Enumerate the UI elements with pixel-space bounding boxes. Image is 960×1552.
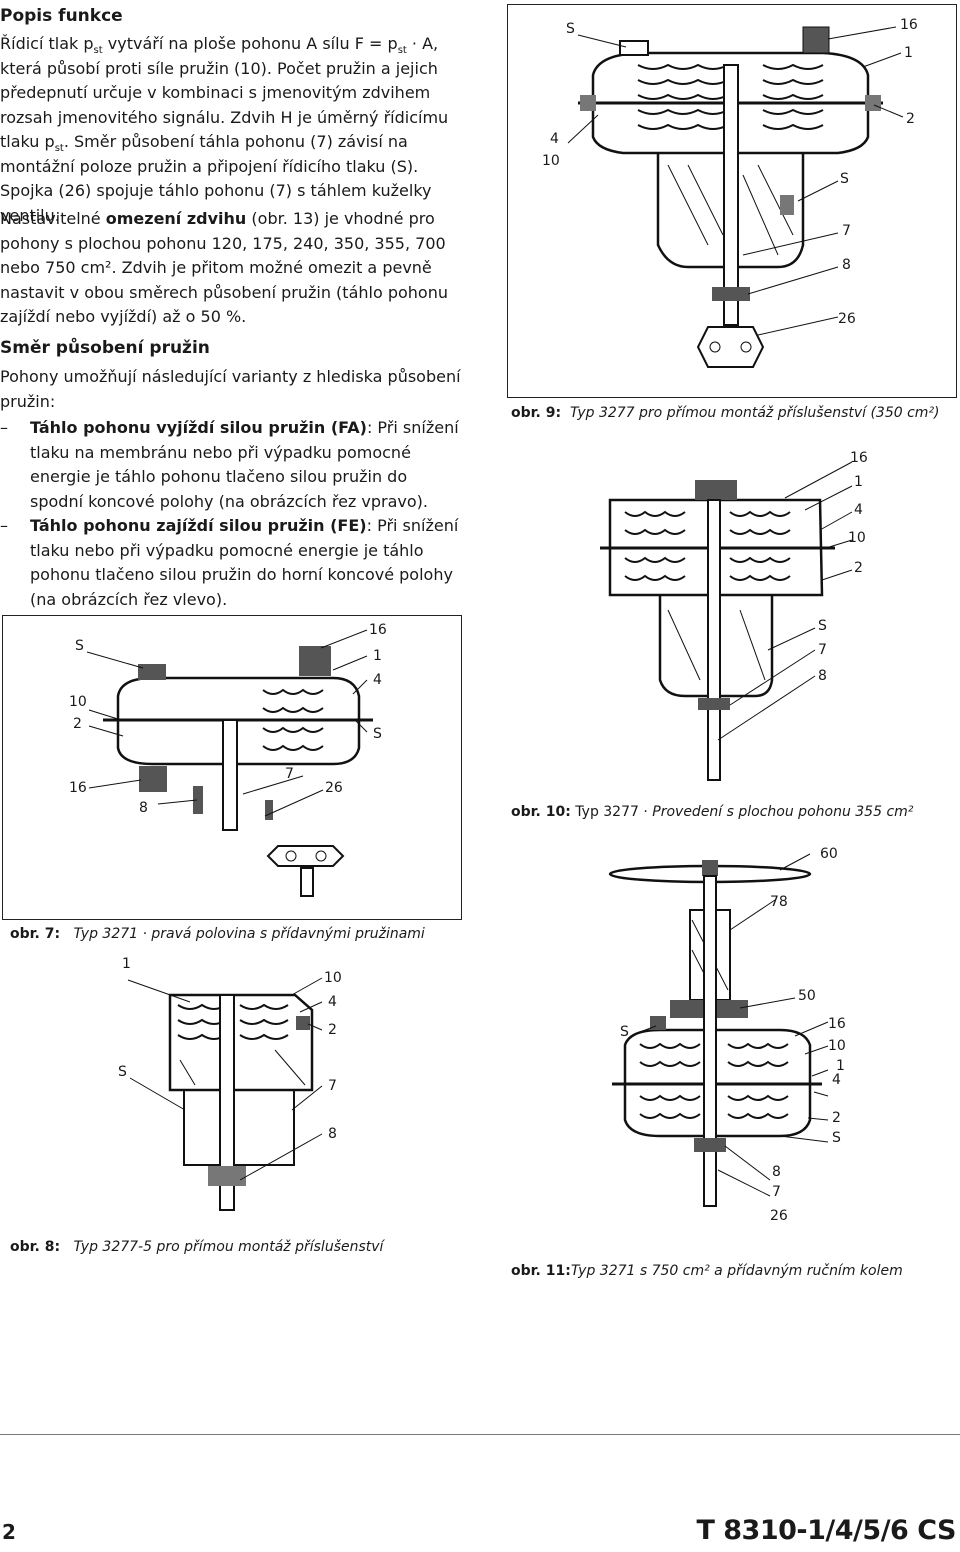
- page-number: 2: [2, 1520, 16, 1544]
- figure-10-caption: obr. 10: Typ 3277 · Provedení s plochou …: [511, 804, 914, 820]
- paragraph-coupling: Spojka (26) spojuje táhlo pohonu (7) s t…: [0, 181, 432, 225]
- fig8-label-7: 7: [328, 1078, 337, 1094]
- fig9-label-10: 10: [542, 153, 560, 169]
- fig11-label-1: 1: [836, 1058, 845, 1074]
- figure-8-drawing: 1 10 4 2 S 7 8: [118, 956, 342, 1211]
- fig11-label-4: 4: [832, 1072, 841, 1088]
- fig10-label-2: 2: [854, 560, 863, 576]
- fig7-label-10: 10: [69, 694, 87, 710]
- fig11-label-7: 7: [772, 1184, 781, 1200]
- figure-9-caption: obr. 9: Typ 3277 pro přímou montáž přísl…: [511, 405, 940, 421]
- fig10-label-s: S: [818, 618, 827, 634]
- fig7-label-7: 7: [285, 766, 294, 782]
- fig11-label-s-right: S: [832, 1130, 841, 1146]
- fig7-label-s-top: S: [75, 638, 84, 654]
- fig8-label-2: 2: [328, 1022, 337, 1038]
- fig11-label-8: 8: [772, 1164, 781, 1180]
- list-item-fa: – Táhlo pohonu vyjíždí silou pružin (FA)…: [0, 418, 459, 511]
- fig7-label-s-right: S: [373, 726, 382, 742]
- fig7-label-26: 26: [325, 780, 343, 796]
- fig9-label-4: 4: [550, 131, 559, 147]
- fig10-label-4: 4: [854, 502, 863, 518]
- figure-9-frame: S 16 1 2 4 10 S 7 8 26: [507, 4, 957, 398]
- footer-divider: [0, 1434, 960, 1435]
- figure-7-frame: S 16 1 4 10 2 S 16 8 7 26: [2, 615, 462, 920]
- fig8-label-s: S: [118, 1064, 127, 1080]
- fig11-label-78: 78: [770, 894, 788, 910]
- fig7-label-1: 1: [373, 648, 382, 664]
- fig9-label-7: 7: [842, 223, 851, 239]
- figure-11-caption: obr. 11:Typ 3271 s 750 cm² a přídavným r…: [511, 1263, 903, 1279]
- paragraph-travel-stop: Nastavitelné omezení zdvihu (obr. 13) je…: [0, 209, 448, 327]
- fig9-label-8: 8: [842, 257, 851, 273]
- fig10-label-16: 16: [850, 450, 868, 466]
- document-id: T 8310-1/4/5/6 CS: [696, 1515, 956, 1546]
- section-title-function: Popis funkce: [0, 6, 123, 26]
- figure-9-drawing: S 16 1 2 4 10 S 7 8 26: [542, 17, 918, 368]
- fig8-label-4: 4: [328, 994, 337, 1010]
- paragraph-function-principle: Řídicí tlak pst vytváří na ploše pohonu …: [0, 34, 449, 176]
- fig8-label-8: 8: [328, 1126, 337, 1142]
- fig7-label-16-left: 16: [69, 780, 87, 796]
- fig11-label-60: 60: [820, 846, 838, 862]
- fig8-label-1: 1: [122, 956, 131, 972]
- fig7-label-4: 4: [373, 672, 382, 688]
- figure-8-caption: obr. 8: Typ 3277-5 pro přímou montáž pří…: [10, 1239, 384, 1255]
- figure-11-drawing: 60 78 50 S 16 10 1 4 2 S 8 7 26: [608, 846, 846, 1224]
- fig9-label-2: 2: [906, 111, 915, 127]
- fig9-label-16: 16: [900, 17, 918, 33]
- fig9-label-1: 1: [904, 45, 913, 61]
- fig10-label-10: 10: [848, 530, 866, 546]
- fig9-label-26: 26: [838, 311, 856, 327]
- fig11-label-10: 10: [828, 1038, 846, 1054]
- fig11-label-s-left: S: [620, 1024, 629, 1040]
- paragraph-spring-intro: Pohony umožňují následující varianty z h…: [0, 367, 461, 411]
- section-title-spring-action: Směr působení pružin: [0, 338, 210, 358]
- fig11-label-16: 16: [828, 1016, 846, 1032]
- fig11-label-50: 50: [798, 988, 816, 1004]
- fig11-label-26: 26: [770, 1208, 788, 1224]
- fig9-label-s-top: S: [566, 21, 575, 37]
- fig7-label-2: 2: [73, 716, 82, 732]
- fig10-label-8: 8: [818, 668, 827, 684]
- fig7-label-16-top: 16: [369, 622, 387, 638]
- fig8-label-10: 10: [324, 970, 342, 986]
- fig11-label-2: 2: [832, 1110, 841, 1126]
- fig9-label-s-mid: S: [840, 171, 849, 187]
- fig7-label-8: 8: [139, 800, 148, 816]
- figure-7-drawing: S 16 1 4 10 2 S 16 8 7 26: [69, 622, 387, 897]
- fig10-label-7: 7: [818, 642, 827, 658]
- figure-10-drawing: 16 1 4 10 2 S 7 8: [600, 450, 868, 781]
- fig10-label-1: 1: [854, 474, 863, 490]
- figure-7-caption: obr. 7: Typ 3271 · pravá polovina s příd…: [10, 926, 425, 942]
- list-item-fe: – Táhlo pohonu zajíždí silou pružin (FE)…: [0, 516, 459, 609]
